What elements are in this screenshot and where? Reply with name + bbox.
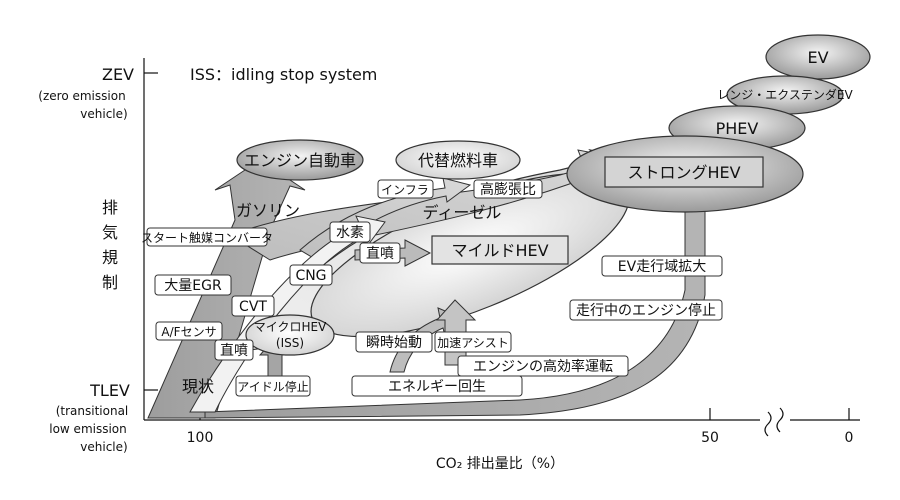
y-axis-title-char-3: 規	[102, 248, 118, 267]
current-status-label: 現状	[182, 377, 214, 396]
engine-car-ellipse	[236, 139, 364, 181]
y-axis-top-sub1: (zero emission	[38, 89, 125, 103]
y-axis-title-char-1: 排	[102, 198, 118, 217]
hydrogen-label: 水素	[336, 225, 364, 241]
micro-hev-label-1: マイクロHEV	[254, 320, 327, 334]
direct-injection-label-1: 直噴	[366, 245, 394, 262]
axis-break-left	[764, 411, 772, 437]
x-tick-0: 0	[845, 430, 854, 446]
y-axis-title-char-2: 気	[102, 223, 118, 242]
label-boxes: インフラ 高膨張比 ガソリン ディーゼル スタート触媒コンバータ 水素 直噴 マ…	[141, 179, 723, 397]
cng-label: CNG	[295, 268, 326, 284]
cvt-label: CVT	[239, 299, 267, 315]
phev-label: PHEV	[716, 119, 759, 138]
expansion-label: 高膨張比	[480, 181, 536, 198]
range-ext-label: レンジ・エクステンダEV	[717, 87, 853, 102]
engine-stop-label: 走行中のエンジン停止	[576, 302, 716, 319]
y-axis-bottom-label: TLEV	[89, 381, 130, 400]
x-tick-100: 100	[187, 430, 214, 446]
direct-injection-label-2: 直噴	[220, 342, 248, 359]
y-axis-title-char-4: 制	[102, 273, 118, 292]
gasoline-label: ガソリン	[236, 201, 300, 220]
y-axis-bottom-sub2: low emission	[49, 422, 127, 436]
strong-hev-label: ストロングHEV	[627, 163, 740, 182]
x-tick-50: 50	[701, 430, 719, 446]
engine-car-label: エンジン自動車	[244, 151, 356, 170]
diesel-label: ディーゼル	[423, 203, 502, 222]
high-efficiency-label: エンジンの高効率運転	[473, 358, 613, 375]
micro-hev-ellipse	[245, 314, 335, 356]
idle-stop-label: アイドル停止	[237, 379, 308, 394]
regen-label: エネルギー回生	[388, 379, 486, 395]
alt-fuel-label: 代替燃料車	[418, 151, 498, 170]
y-axis-bottom-sub1: (transitional	[56, 404, 129, 418]
x-axis-title: CO₂ 排出量比（%）	[436, 456, 564, 472]
mild-hev-label: マイルドHEV	[451, 241, 548, 260]
start-catalyst-label: スタート触媒コンバータ	[141, 231, 273, 245]
micro-hev-label-2: (ISS)	[276, 336, 304, 350]
y-axis-top-sub2: vehicle)	[80, 107, 127, 121]
af-sensor-label: A/Fセンサ	[161, 325, 216, 339]
ev-range-label: EV走行域拡大	[618, 259, 706, 275]
y-axis-bottom-sub3: vehicle)	[80, 440, 127, 454]
y-axis-top-label: ZEV	[102, 65, 134, 84]
ev-label: EV	[807, 48, 828, 67]
strong-hev-box	[604, 156, 764, 188]
infra-label: インフラ	[381, 183, 429, 197]
instant-start-label: 瞬時始動	[366, 335, 422, 351]
accel-assist-label: 加速アシスト	[437, 336, 509, 350]
alt-fuel-ellipse	[395, 140, 521, 180]
iss-note: ISS：idling stop system	[190, 65, 377, 84]
mass-egr-label: 大量EGR	[164, 278, 222, 294]
axis-break-right	[776, 407, 784, 433]
